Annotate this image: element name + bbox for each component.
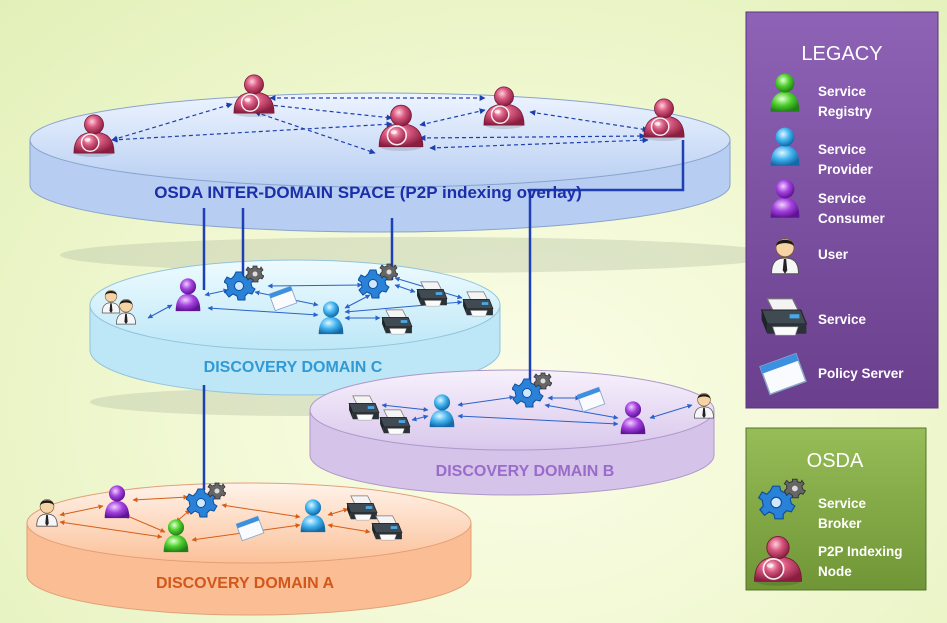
domain-a-label: DISCOVERY DOMAIN A bbox=[156, 575, 335, 592]
inter-domain-shadow bbox=[60, 237, 780, 273]
p2p-node-icon bbox=[233, 74, 275, 117]
legend-text: Broker bbox=[818, 516, 862, 531]
legend-osda-title: OSDA bbox=[807, 450, 864, 472]
domain-a-disk bbox=[26, 482, 472, 616]
legend-text: Node bbox=[818, 564, 852, 579]
legend-text: Service bbox=[818, 312, 867, 327]
p2p-overlay-links bbox=[111, 95, 649, 155]
domain-b-links bbox=[381, 395, 693, 427]
legend-text: Provider bbox=[818, 162, 874, 177]
legend-legacy-title: LEGACY bbox=[801, 43, 882, 65]
legend-text: Service bbox=[818, 142, 867, 157]
legend-osda: OSDA Service Broker P2P Indexing Node bbox=[745, 427, 927, 591]
inter-domain-disk bbox=[29, 92, 731, 233]
domain-b-label: DISCOVERY DOMAIN B bbox=[436, 463, 615, 480]
legend-text: User bbox=[818, 247, 849, 262]
domain-b-disk bbox=[309, 369, 715, 496]
legend-text: Consumer bbox=[818, 211, 886, 226]
legend-text: Service bbox=[818, 496, 867, 511]
inter-domain-label: OSDA INTER-DOMAIN SPACE (P2P indexing ov… bbox=[154, 183, 582, 202]
legend-text: Policy Server bbox=[818, 366, 904, 381]
legend-legacy: LEGACY Service Registry Service Provider… bbox=[745, 11, 939, 409]
p2p-node-icon bbox=[483, 86, 525, 129]
legend-text: Service bbox=[818, 191, 867, 206]
legend-text: Registry bbox=[818, 104, 873, 119]
domain-c-label: DISCOVERY DOMAIN C bbox=[204, 359, 383, 376]
legend-text: P2P Indexing bbox=[818, 544, 903, 559]
p2p-node-icon bbox=[643, 98, 685, 141]
legend-text: Service bbox=[818, 84, 867, 99]
